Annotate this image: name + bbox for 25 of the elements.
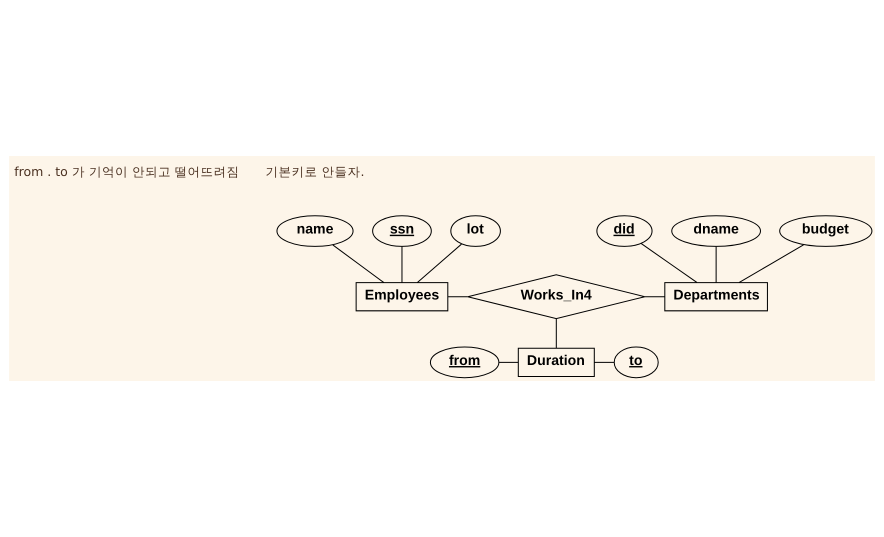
connector [640, 243, 698, 283]
connector [594, 362, 614, 363]
node-ellipse: budget [779, 215, 872, 247]
connector [644, 296, 665, 298]
node-ellipse: name [276, 215, 354, 247]
connector [417, 244, 462, 283]
label: from . to 가 기억이 안되고 떨어뜨려짐 [14, 164, 240, 180]
connector [499, 362, 518, 363]
node-ellipse: to [614, 346, 659, 378]
connector [332, 244, 384, 283]
connector [556, 318, 557, 348]
connector [401, 246, 402, 282]
label: 기본키로 안들자. [266, 164, 364, 180]
node-box: Employees [356, 282, 448, 312]
connector [738, 244, 804, 283]
node-ellipse: from [430, 346, 500, 378]
node-ellipse: ssn [372, 215, 432, 247]
node-box: Departments [664, 282, 768, 312]
connector [448, 296, 468, 298]
node-ellipse: did [596, 215, 653, 247]
connector [716, 246, 717, 282]
node-diamond: Works_In4 [467, 274, 646, 320]
node-box: Duration [518, 348, 595, 377]
node-ellipse: lot [450, 215, 501, 247]
node-ellipse: dname [671, 215, 761, 247]
